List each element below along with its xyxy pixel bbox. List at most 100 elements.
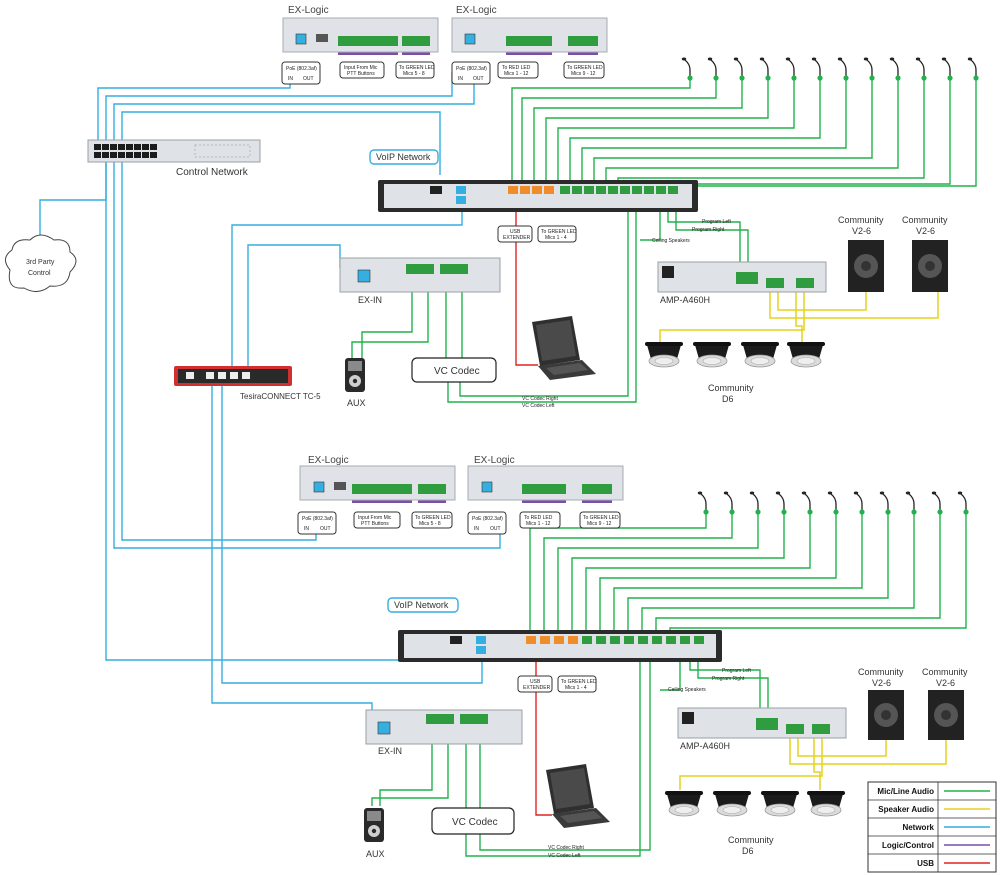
speaker-v26-top-b: Community V2-6 (902, 215, 948, 292)
poe-out: OUT (490, 526, 501, 532)
usb-extender-label: USB (530, 679, 541, 685)
speaker-model: V2-6 (936, 678, 955, 688)
red-led-label: To RED LED (524, 515, 553, 521)
speaker-label: Community (858, 667, 904, 677)
green-led-main: To GREEN LED (541, 229, 577, 235)
program-right: Program Right (692, 227, 725, 233)
green-led-label: To GREEN LED (415, 515, 451, 521)
green-led-label: To GREEN LED (567, 65, 603, 71)
poe-out: OUT (320, 526, 331, 532)
codec-left: VC Codec Left (548, 853, 581, 859)
codec-left: VC Codec Left (522, 403, 555, 409)
poe-label: PoE (802.3af) (302, 516, 333, 522)
green-led-label: To GREEN LED (583, 515, 619, 521)
voip-box-bottom (387, 597, 459, 613)
program-left: Program Left (702, 219, 732, 225)
speaker-label: Community (902, 215, 948, 225)
poe-out: OUT (473, 76, 484, 82)
aux-label: AUX (347, 398, 366, 408)
green-led-main-2: Mics 1 - 4 (565, 685, 587, 691)
voip-label-top: VoIP Network (376, 152, 431, 162)
poe-in: IN (288, 76, 293, 82)
d6-label: Community (728, 835, 774, 845)
poe-out: OUT (303, 76, 314, 82)
poe-in: IN (304, 526, 309, 532)
red-led-label: To RED LED (502, 65, 531, 71)
green-led-main-2: Mics 1 - 4 (545, 235, 567, 241)
green-led-label-2: Mics 5 - 8 (419, 521, 441, 527)
exin-label: EX-IN (358, 295, 382, 305)
tesira-dsp-bottom (398, 630, 722, 662)
green-led-label-2: Mics 9 - 12 (587, 521, 612, 527)
d6-model: D6 (742, 846, 754, 856)
voip-label-bottom: VoIP Network (394, 600, 449, 610)
speaker-model: V2-6 (852, 226, 871, 236)
green-led-label: To GREEN LED (399, 65, 435, 71)
legend-label: Network (902, 823, 934, 832)
usb-extender-label-2: EXTENDER (523, 685, 551, 691)
exlogic-bottom-right: EX-Logic PoE (802.3af) IN OUT To RED LED… (467, 455, 624, 535)
exlogic-top-left: EX-Logic PoE (802.3af) IN OUT Input From… (281, 5, 439, 85)
input-label-2: PTT Buttons (361, 521, 389, 527)
poe-label: PoE (802.3af) (286, 66, 317, 72)
tesira-dsp-top (378, 180, 698, 212)
third-party-label: 3rd Party (26, 259, 55, 266)
amp-label: AMP-A460H (660, 295, 710, 305)
tesira-connect-label: TesiraCONNECT TC-5 (240, 392, 321, 401)
program-right: Program Right (712, 676, 745, 682)
input-label-2: PTT Buttons (347, 71, 375, 77)
red-led-label-2: Mics 1 - 12 (504, 71, 529, 77)
speaker-v26-bottom-a: Community V2-6 (858, 667, 904, 740)
amp-bottom: AMP-A460H (677, 707, 847, 751)
speaker-v26-bottom-b: Community V2-6 (922, 667, 968, 740)
green-led-main: To GREEN LED (561, 679, 597, 685)
legend-label: Speaker Audio (878, 805, 934, 814)
d6-model: D6 (722, 394, 734, 404)
aux-label: AUX (366, 849, 385, 859)
codec-label-bottom: VC Codec (452, 817, 498, 828)
poe-label: PoE (802.3af) (472, 516, 503, 522)
tesira-connect: TesiraCONNECT TC-5 (174, 366, 321, 401)
amp-top: AMP-A460H (657, 261, 827, 305)
poe-in: IN (458, 76, 463, 82)
poe-label: PoE (802.3af) (456, 66, 487, 72)
codec-box-bottom (431, 807, 515, 835)
switch-label: Control Network (176, 167, 249, 178)
exlogic-bottom-left: EX-Logic PoE (802.3af) IN OUT Input From… (297, 455, 456, 535)
input-label: Input From Mic (358, 515, 392, 521)
input-label: Input From Mic (344, 65, 378, 71)
exin-top: EX-IN (339, 257, 501, 305)
exlogic-top-right: EX-Logic PoE (802.3af) IN OUT To RED LED… (451, 5, 608, 85)
green-led-label-2: Mics 9 - 12 (571, 71, 596, 77)
legend-label: Mic/Line Audio (877, 787, 934, 796)
speaker-model: V2-6 (872, 678, 891, 688)
speaker-model: V2-6 (916, 226, 935, 236)
voip-box-top (369, 149, 439, 165)
codec-right: VC Codec Right (548, 845, 584, 851)
poe-in: IN (474, 526, 479, 532)
red-led-label-2: Mics 1 - 12 (526, 521, 551, 527)
codec-right: VC Codec Right (522, 396, 558, 402)
ceiling-speakers: Ceiling Speakers (668, 687, 706, 693)
ceiling-speakers: Ceiling Speakers (652, 238, 690, 244)
legend-label: Logic/Control (882, 841, 934, 850)
speaker-label: Community (838, 215, 884, 225)
speaker-v26-top-a: Community V2-6 (838, 215, 884, 292)
green-led-label-2: Mics 5 - 8 (403, 71, 425, 77)
poe-box (281, 61, 321, 85)
exin-bottom: EX-IN (365, 709, 523, 756)
exlogic-top-right-title: EX-Logic (456, 5, 497, 16)
third-party-cloud: 3rd Party Control (5, 234, 77, 292)
exin-label: EX-IN (378, 746, 402, 756)
speaker-label: Community (922, 667, 968, 677)
usb-extender-label: USB (510, 229, 521, 235)
program-left: Program Left (722, 668, 752, 674)
d6-label: Community (708, 383, 754, 393)
usb-extender-label-2: EXTENDER (503, 235, 531, 241)
exlogic-bottom-left-title: EX-Logic (308, 455, 349, 466)
codec-label-top: VC Codec (434, 366, 480, 377)
network-switch: Control Network (87, 139, 261, 178)
amp-label: AMP-A460H (680, 741, 730, 751)
